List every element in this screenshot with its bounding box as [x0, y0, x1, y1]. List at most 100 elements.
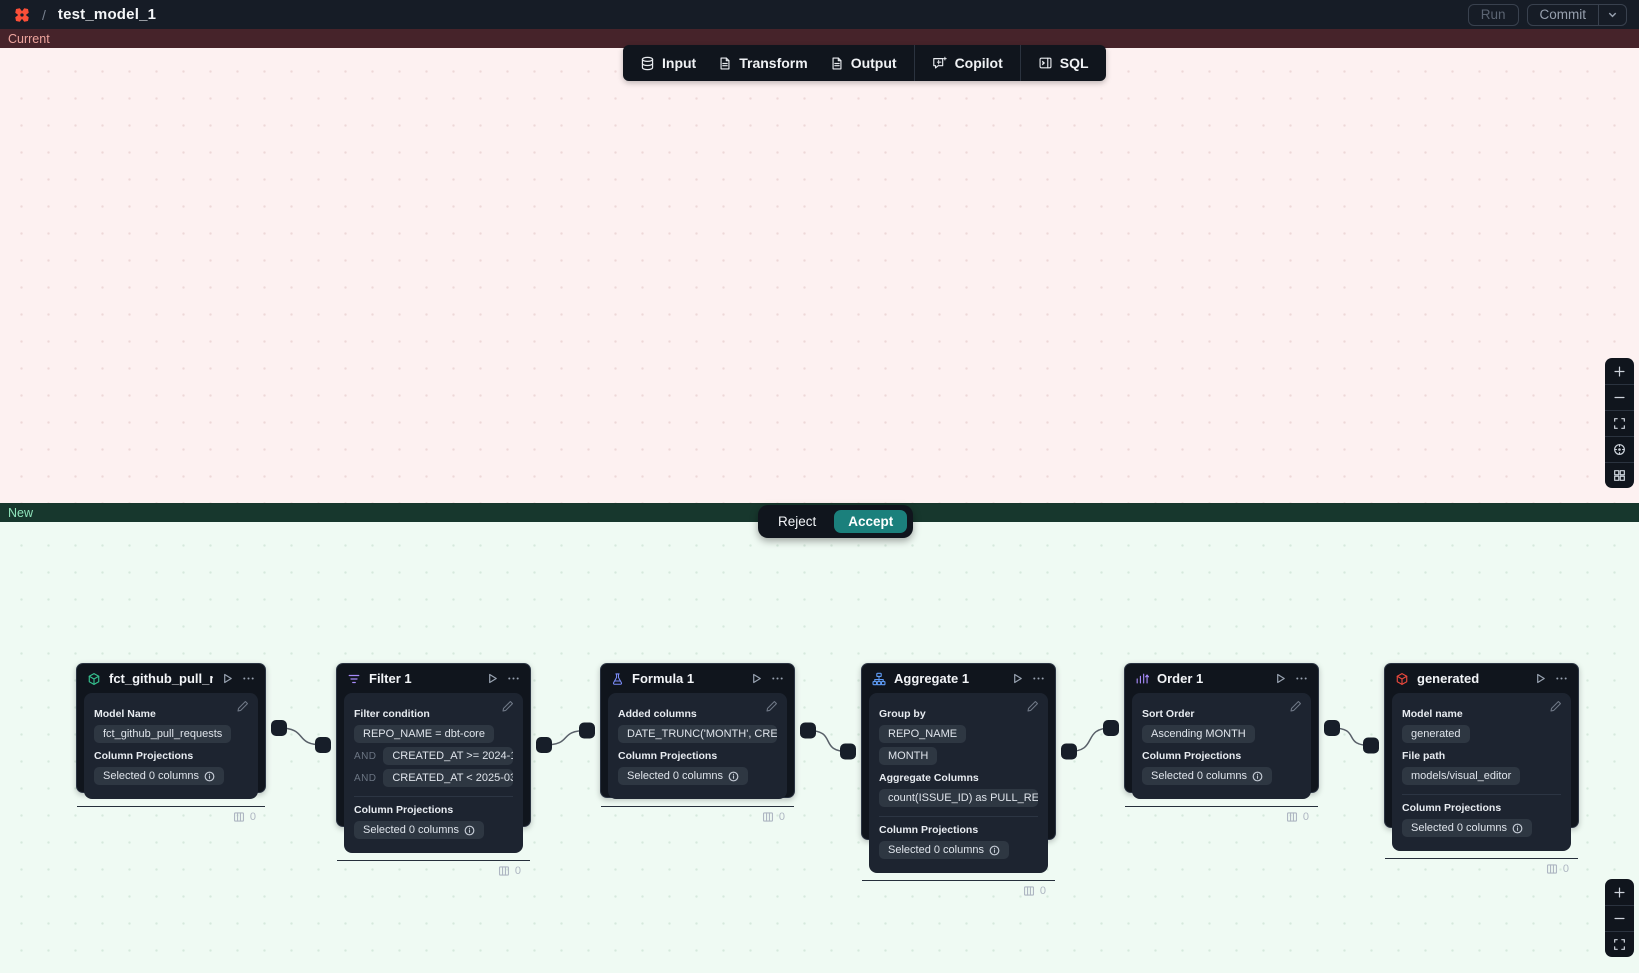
pill-row: MONTH [879, 747, 1038, 765]
commit-dropdown-chevron[interactable] [1598, 5, 1626, 25]
source-handle[interactable] [800, 723, 816, 739]
node-row-count: 0 [1563, 863, 1569, 875]
node-run-button[interactable] [1011, 672, 1024, 685]
value-pill-text: Selected 0 columns [627, 770, 723, 782]
interactive-button[interactable] [1605, 436, 1634, 462]
current-canvas[interactable]: InputTransformOutput Copilot SQL [0, 48, 1639, 503]
source-handle[interactable] [271, 720, 287, 736]
accept-button[interactable]: Accept [834, 510, 907, 533]
node-edit-button[interactable] [237, 700, 249, 712]
node-title: generated [1417, 671, 1526, 686]
value-pill-text: REPO_NAME [888, 728, 957, 740]
target-handle[interactable] [579, 723, 595, 739]
node-generated[interactable]: generatedModel namegeneratedFile pathmod… [1384, 663, 1579, 828]
zoom-out-button[interactable] [1605, 905, 1634, 931]
toolbar-item-sql[interactable]: SQL [1027, 55, 1100, 71]
node-edit-button[interactable] [502, 700, 514, 712]
node-menu-button[interactable] [1555, 672, 1568, 685]
edit-pencil-icon [502, 700, 514, 712]
node-menu-button[interactable] [507, 672, 520, 685]
fit-view-button[interactable] [1605, 931, 1634, 957]
target-handle[interactable] [315, 737, 331, 753]
node-menu-button[interactable] [1295, 672, 1308, 685]
play-icon [486, 672, 499, 685]
node-header: Aggregate 1 [862, 664, 1055, 691]
section-label: Sort Order [1142, 708, 1301, 720]
zoom-in-button[interactable] [1605, 358, 1634, 384]
info-icon [1252, 771, 1263, 782]
diff-decision-bar: Reject Accept [758, 505, 913, 538]
node-title: Order 1 [1157, 671, 1266, 686]
target-handle[interactable] [1363, 738, 1379, 754]
section-label: Added columns [618, 708, 777, 720]
node-edit-button[interactable] [1027, 700, 1039, 712]
layout-grid-button[interactable] [1605, 462, 1634, 488]
node-run-button[interactable] [1274, 672, 1287, 685]
node-menu-button[interactable] [1032, 672, 1045, 685]
toolbar-item-copilot[interactable]: Copilot [921, 55, 1014, 71]
node-edit-button[interactable] [766, 700, 778, 712]
node-fct-github-pull-requests[interactable]: fct_github_pull_requestsModel Namefct_gi… [76, 663, 266, 793]
target-handle[interactable] [1103, 720, 1119, 736]
node-formula-1[interactable]: Formula 1Added columnsDATE_TRUNC('MONTH'… [600, 663, 795, 798]
value-pill: DATE_TRUNC('MONTH', CREATED_AT… [618, 725, 777, 743]
toolbar-item-output[interactable]: Output [819, 55, 908, 71]
node-run-button[interactable] [750, 672, 763, 685]
zoom-in-icon [1613, 365, 1626, 378]
node-run-button[interactable] [1534, 672, 1547, 685]
node-row-count: 0 [250, 811, 256, 823]
columns-icon [498, 865, 510, 877]
edit-pencil-icon [1290, 700, 1302, 712]
node-footer: 0 [337, 860, 530, 881]
node-edit-button[interactable] [1550, 700, 1562, 712]
reject-button[interactable]: Reject [764, 510, 830, 533]
columns-icon [762, 811, 774, 823]
run-button[interactable]: Run [1468, 4, 1519, 26]
pill-row: Selected 0 columns [1142, 767, 1301, 785]
node-run-button[interactable] [486, 672, 499, 685]
value-pill: REPO_NAME [879, 725, 966, 743]
toolbar-item-transform[interactable]: Transform [707, 55, 818, 71]
node-toolbar: InputTransformOutput Copilot SQL [623, 45, 1106, 81]
source-handle[interactable] [536, 737, 552, 753]
node-title: Aggregate 1 [894, 671, 1003, 686]
info-icon [464, 825, 475, 836]
value-pill-text: models/visual_editor [1411, 770, 1511, 782]
node-filter-1[interactable]: Filter 1Filter conditionREPO_NAME = dbt-… [336, 663, 531, 827]
source-handle[interactable] [1061, 744, 1077, 760]
edit-pencil-icon [1027, 700, 1039, 712]
node-run-button[interactable] [221, 672, 234, 685]
node-menu-button[interactable] [242, 672, 255, 685]
pill-row: ANDCREATED_AT >= 2024-12-01 [354, 747, 513, 765]
value-pill-text: fct_github_pull_requests [103, 728, 222, 740]
node-edit-button[interactable] [1290, 700, 1302, 712]
more-icon [771, 672, 784, 685]
section-divider [879, 816, 1038, 817]
info-icon [728, 771, 739, 782]
new-canvas[interactable]: fct_github_pull_requestsModel Namefct_gi… [0, 522, 1639, 973]
node-body: Added columnsDATE_TRUNC('MONTH', CREATED… [608, 693, 787, 799]
zoom-out-button[interactable] [1605, 384, 1634, 410]
target-handle[interactable] [840, 744, 856, 760]
source-handle[interactable] [1324, 720, 1340, 736]
toolbar-group: SQL [1021, 45, 1106, 81]
toolbar-item-label: SQL [1060, 55, 1089, 71]
fit-view-button[interactable] [1605, 410, 1634, 436]
value-pill-text: Selected 0 columns [1151, 770, 1247, 782]
zoom-in-button[interactable] [1605, 879, 1634, 905]
chevron-down-icon [1607, 9, 1618, 20]
document-icon [718, 56, 732, 71]
interactive-icon [1613, 443, 1626, 456]
value-pill-text: Ascending MONTH [1151, 728, 1246, 740]
node-menu-button[interactable] [771, 672, 784, 685]
value-pill-text: Selected 0 columns [103, 770, 199, 782]
node-header: Filter 1 [337, 664, 530, 691]
more-icon [242, 672, 255, 685]
node-order-1[interactable]: Order 1Sort OrderAscending MONTHColumn P… [1124, 663, 1319, 793]
toolbar-item-input[interactable]: Input [629, 55, 707, 71]
commit-button[interactable]: Commit [1528, 5, 1599, 25]
section-label: File path [1402, 750, 1561, 762]
value-pill: Ascending MONTH [1142, 725, 1255, 743]
node-body: Group byREPO_NAMEMONTHAggregate Columnsc… [869, 693, 1048, 873]
node-aggregate-1[interactable]: Aggregate 1Group byREPO_NAMEMONTHAggrega… [861, 663, 1056, 840]
